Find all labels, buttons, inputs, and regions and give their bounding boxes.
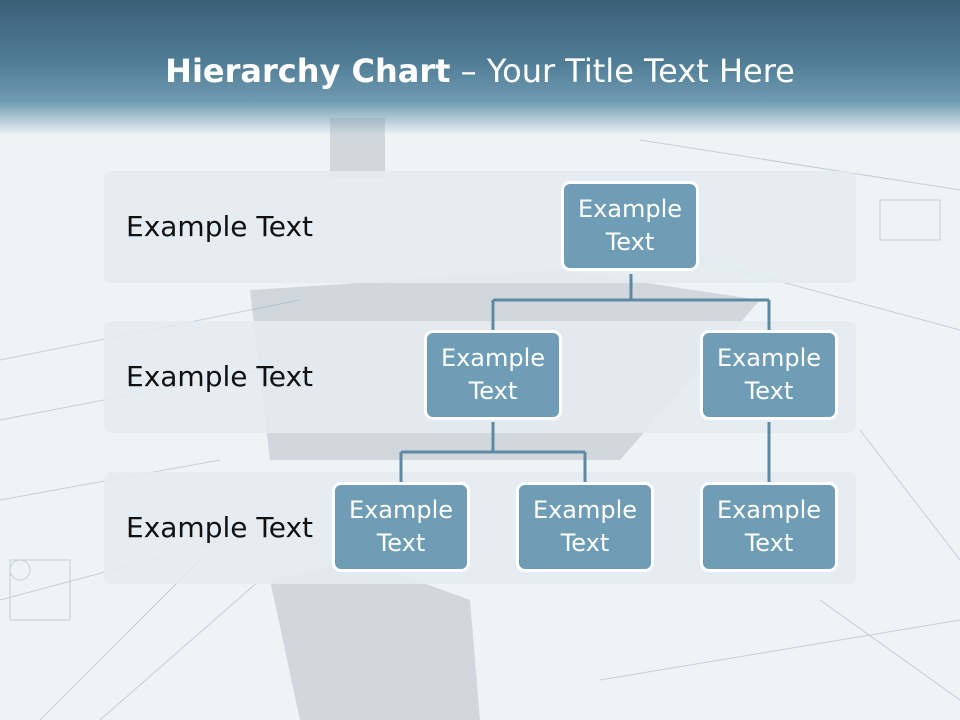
level-2-label: Example Text bbox=[126, 360, 314, 393]
title-rest: – Your Title Text Here bbox=[450, 52, 795, 90]
node-text-line2: Text bbox=[376, 529, 426, 557]
node-text-line1: Example bbox=[577, 195, 683, 223]
node-text-line2: Text bbox=[744, 529, 794, 557]
node-text-line1: Example bbox=[532, 496, 638, 524]
node-text-line2: Text bbox=[744, 377, 794, 405]
node-text-line1: Example bbox=[716, 496, 822, 524]
hierarchy-level-1-band bbox=[104, 171, 856, 283]
org-node-level3-c[interactable]: Example Text bbox=[700, 482, 838, 572]
level-3-label: Example Text bbox=[126, 511, 314, 544]
header-bar bbox=[0, 0, 960, 135]
node-text-line1: Example bbox=[716, 344, 822, 372]
node-text-line2: Text bbox=[560, 529, 610, 557]
level-1-label: Example Text bbox=[126, 210, 314, 243]
page-title: Hierarchy Chart – Your Title Text Here bbox=[0, 52, 960, 90]
node-text-line2: Text bbox=[468, 377, 518, 405]
node-text-line1: Example bbox=[348, 496, 454, 524]
org-node-level3-b[interactable]: Example Text bbox=[516, 482, 654, 572]
org-node-level3-a[interactable]: Example Text bbox=[332, 482, 470, 572]
org-node-level2-right[interactable]: Example Text bbox=[700, 330, 838, 420]
org-node-root[interactable]: Example Text bbox=[561, 181, 699, 271]
node-text-line1: Example bbox=[440, 344, 546, 372]
org-node-level2-left[interactable]: Example Text bbox=[424, 330, 562, 420]
node-text-line2: Text bbox=[605, 228, 655, 256]
title-bold: Hierarchy Chart bbox=[165, 52, 451, 90]
